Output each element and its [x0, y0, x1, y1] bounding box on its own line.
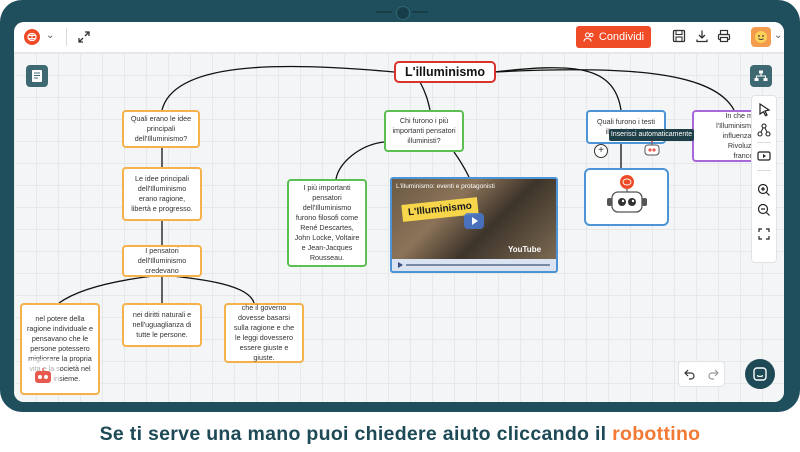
print-icon[interactable]	[716, 28, 732, 44]
root-node[interactable]: L'illuminismo	[394, 61, 496, 83]
user-menu-chevron-icon[interactable]: ⌄	[774, 30, 783, 41]
add-node-icon[interactable]: +	[594, 144, 608, 158]
brain-logo-icon[interactable]	[22, 27, 42, 47]
robot-helper-icon	[35, 368, 51, 383]
branch-node-ideas-question[interactable]: Quali erano le idee principali dell'Illu…	[122, 110, 200, 148]
document-icon	[32, 70, 42, 82]
tool-divider	[757, 142, 771, 143]
video-progress-track[interactable]	[406, 264, 550, 266]
robot-assistant-icon	[607, 175, 647, 213]
youtube-brand: YouTube	[508, 245, 542, 254]
caption-main: Se ti serve una mano puoi chiedere aiuto…	[99, 423, 607, 445]
expand-icon[interactable]	[76, 29, 92, 45]
redo-icon[interactable]	[706, 367, 720, 381]
tool-divider	[757, 170, 771, 171]
download-icon[interactable]	[694, 28, 710, 44]
node-main-ideas[interactable]: Le idee principali dell'Illuminismo eran…	[122, 167, 202, 221]
chat-icon	[753, 367, 767, 381]
share-users-icon	[583, 32, 594, 42]
video-embed[interactable]: L'illuminismo: eventi e protagonisti L'I…	[390, 177, 558, 273]
smiley-avatar-icon	[755, 31, 767, 43]
fit-screen-icon[interactable]	[756, 226, 772, 242]
document-panel-button[interactable]	[26, 65, 48, 87]
node-leaf-natural-rights[interactable]: nei diritti naturali e nell'uguaglianza …	[122, 303, 202, 347]
mini-play-icon[interactable]	[394, 259, 406, 271]
node-important-thinkers[interactable]: I più importanti pensatori dell'Illumini…	[287, 179, 367, 267]
mind-map-canvas[interactable]: L'illuminismo Quali erano le idee princi…	[14, 53, 784, 402]
connect-nodes-icon[interactable]	[756, 122, 772, 138]
hierarchy-icon	[754, 70, 768, 81]
zoom-in-icon[interactable]	[756, 182, 772, 198]
robot-helper-button[interactable]	[26, 359, 60, 393]
user-avatar[interactable]	[751, 27, 771, 47]
branch-node-thinkers-question[interactable]: Chi furono i più importanti pensatori il…	[384, 110, 464, 152]
app-screen: ⌄ Condividi ⌄	[14, 22, 784, 402]
map-layout-button[interactable]	[750, 65, 772, 87]
camera-bar-right	[412, 11, 428, 13]
chat-support-button[interactable]	[745, 359, 775, 389]
small-robot-icon[interactable]	[642, 140, 662, 158]
video-controls	[392, 259, 556, 271]
auto-insert-tooltip: Inserisci automaticamente	[609, 129, 694, 141]
save-icon[interactable]	[671, 28, 687, 44]
caption-text: Se ti serve una mano puoi chiedere aiuto…	[0, 423, 800, 446]
node-thinkers-believed[interactable]: I pensatori dell'Illuminismo credevano	[122, 245, 202, 277]
share-button[interactable]: Condividi	[576, 26, 651, 48]
logo-menu-chevron-icon[interactable]: ⌄	[46, 30, 55, 41]
node-leaf-government[interactable]: che il governo dovesse basarsi sulla rag…	[224, 303, 304, 363]
camera	[396, 6, 410, 20]
camera-bar-left	[376, 11, 392, 13]
tablet-frame: ⌄ Condividi ⌄	[0, 0, 800, 412]
undo-icon[interactable]	[683, 367, 697, 381]
top-toolbar: ⌄ Condividi ⌄	[14, 22, 784, 53]
caption-accent: robottino	[612, 423, 701, 445]
video-title: L'illuminismo: eventi e protagonisti	[396, 183, 495, 190]
ai-robot-card[interactable]	[584, 168, 669, 226]
media-icon[interactable]	[756, 148, 772, 164]
zoom-out-icon[interactable]	[756, 202, 772, 218]
cursor-select-icon[interactable]	[756, 102, 772, 118]
right-tool-panel	[751, 95, 777, 263]
toolbar-divider	[66, 28, 67, 46]
share-button-label: Condividi	[598, 31, 645, 43]
undo-redo-bar	[678, 361, 725, 387]
play-icon[interactable]	[464, 213, 484, 229]
